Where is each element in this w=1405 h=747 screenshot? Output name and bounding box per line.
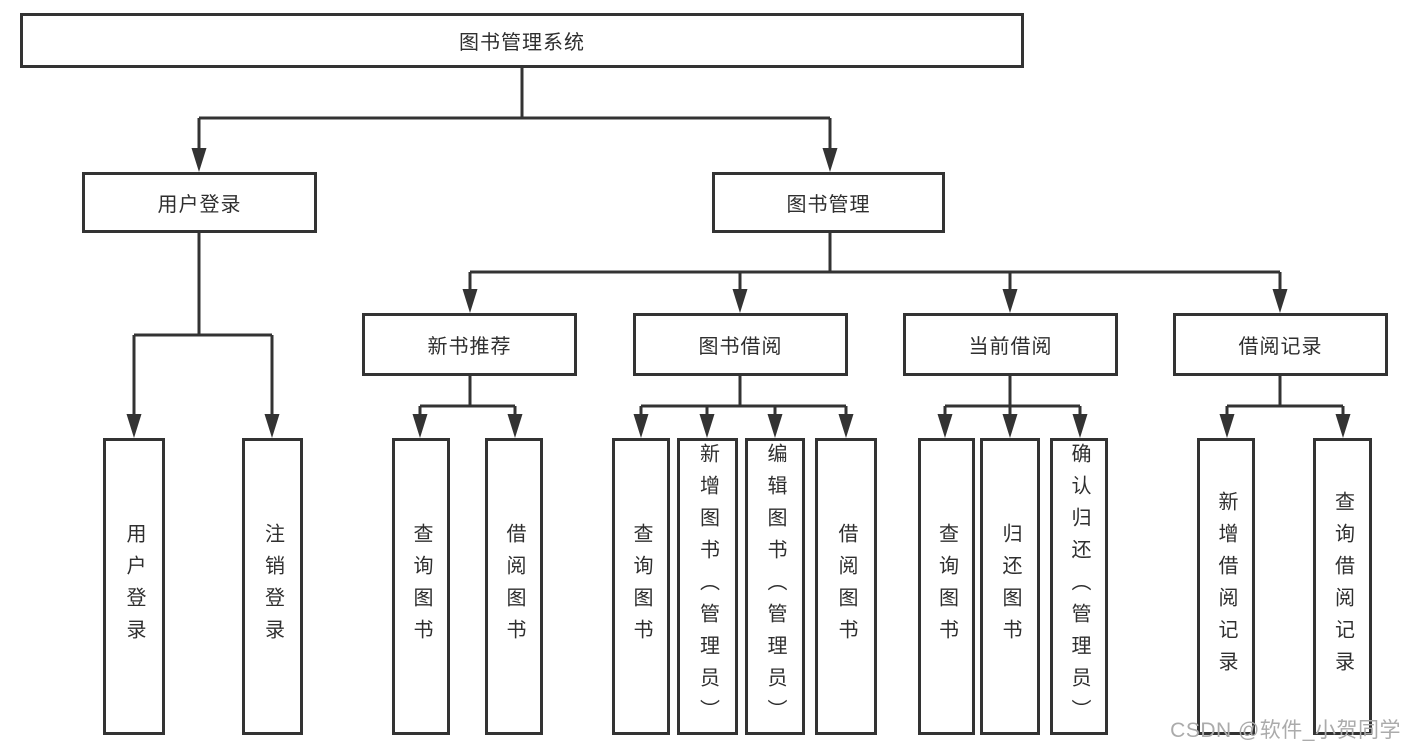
leaf-query-borrow-record-label: 查询借阅记录 <box>1331 490 1354 683</box>
leaf-query-book-2: 查询图书 <box>612 438 670 735</box>
leaf-confirm-return-admin-label: 确认归还（管理员） <box>1068 442 1090 731</box>
connector-stems <box>132 68 1345 418</box>
leaf-user-login: 用户登录 <box>103 438 165 735</box>
leaf-borrow-book-1: 借阅图书 <box>485 438 543 735</box>
leaf-query-book-1: 查询图书 <box>392 438 450 735</box>
node-root-label: 图书管理系统 <box>459 32 585 54</box>
leaf-query-borrow-record: 查询借阅记录 <box>1313 438 1372 735</box>
leaf-add-book-admin: 新增图书（管理员） <box>677 438 738 735</box>
leaf-return-book: 归还图书 <box>980 438 1040 735</box>
leaf-add-borrow-record: 新增借阅记录 <box>1197 438 1255 735</box>
node-book-borrow-label: 图书借阅 <box>698 336 783 358</box>
leaf-add-book-admin-label: 新增图书（管理员） <box>696 442 719 731</box>
leaf-borrow-book-2: 借阅图书 <box>815 438 877 735</box>
leaf-query-book-3-label: 查询图书 <box>935 522 958 651</box>
leaf-query-book-3: 查询图书 <box>918 438 975 735</box>
leaf-edit-book-admin: 编辑图书（管理员） <box>745 438 805 735</box>
node-borrow-record: 借阅记录 <box>1173 313 1388 376</box>
leaf-edit-book-admin-label: 编辑图书（管理员） <box>764 442 786 731</box>
node-new-book-recommend-label: 新书推荐 <box>427 336 512 358</box>
node-current-borrow-label: 当前借阅 <box>968 336 1053 358</box>
node-current-borrow: 当前借阅 <box>903 313 1118 376</box>
node-book-management: 图书管理 <box>712 172 945 233</box>
node-new-book-recommend: 新书推荐 <box>362 313 577 376</box>
leaf-add-borrow-record-label: 新增借阅记录 <box>1215 490 1237 683</box>
node-user-login: 用户登录 <box>82 172 317 233</box>
leaf-user-login-label: 用户登录 <box>123 522 145 651</box>
leaf-query-book-1-label: 查询图书 <box>410 522 432 651</box>
node-borrow-record-label: 借阅记录 <box>1238 336 1323 358</box>
node-book-management-label: 图书管理 <box>786 194 871 216</box>
watermark: CSDN @软件_小贺同学 <box>1170 719 1401 742</box>
node-user-login-label: 用户登录 <box>157 194 242 216</box>
leaf-confirm-return-admin: 确认归还（管理员） <box>1050 438 1108 735</box>
leaf-return-book-label: 归还图书 <box>999 522 1021 651</box>
leaf-query-book-2-label: 查询图书 <box>630 522 652 651</box>
leaf-borrow-book-2-label: 借阅图书 <box>835 522 857 651</box>
leaf-borrow-book-1-label: 借阅图书 <box>503 522 525 651</box>
leaf-logout-label: 注销登录 <box>261 522 284 651</box>
node-root: 图书管理系统 <box>20 13 1024 68</box>
node-book-borrow: 图书借阅 <box>633 313 848 376</box>
arrow-down-icon <box>126 148 1351 438</box>
leaf-logout: 注销登录 <box>242 438 303 735</box>
